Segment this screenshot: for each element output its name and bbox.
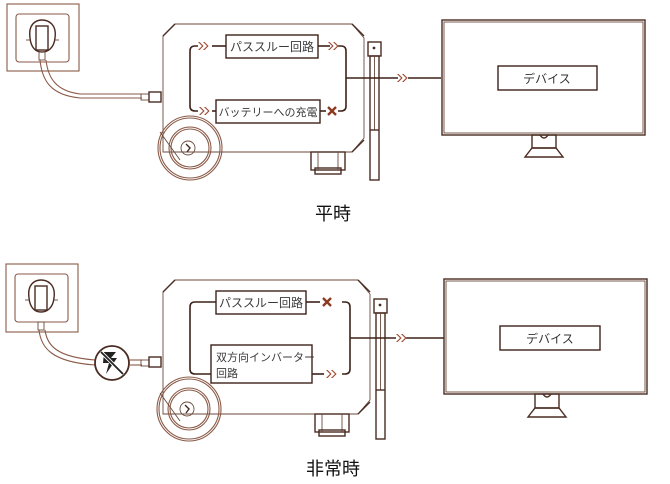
battery-charging-box: バッテリーへの充電 [215, 99, 321, 124]
portable-power-station-icon [157, 23, 382, 181]
caption-normal: 平時 [315, 204, 351, 225]
inverter-label-line2: 回路 [216, 367, 238, 380]
battery-charging-label: バッテリーへの充電 [219, 105, 318, 119]
circuit-paths [189, 45, 441, 112]
wall-outlet-icon [5, 263, 79, 333]
monitor-icon: デバイス [441, 19, 646, 158]
emergency-operation-diagram: パススルー回路 双方向インバーター 回路 デバイス 非常時 [5, 263, 648, 480]
flow-arrow-icon [396, 334, 407, 342]
wall-outlet-icon [6, 3, 80, 72]
inverter-label-line1: 双方向インバーター [216, 350, 315, 364]
normal-operation-diagram: パススルー回路 バッテリーへの充電 デバイス 平時 [6, 3, 646, 225]
monitor-icon: デバイス [443, 278, 648, 418]
pass-through-circuit-label: パススルー回路 [219, 295, 303, 310]
flow-arrow-icon [326, 370, 337, 378]
pass-through-circuit-label: パススルー回路 [230, 39, 314, 54]
blocked-x-icon [321, 296, 333, 308]
flow-arrow-icon [199, 107, 210, 115]
pass-through-circuit-box: パススルー回路 [225, 34, 319, 59]
caption-emergency: 非常時 [306, 459, 360, 480]
power-cable [39, 59, 162, 103]
bidirectional-inverter-box: 双方向インバーター 回路 [210, 344, 315, 384]
flow-arrow-icon [198, 42, 209, 50]
no-power-icon [94, 345, 130, 381]
portable-power-station-icon [156, 279, 388, 442]
power-cable [38, 329, 162, 368]
device-label: デバイス [523, 71, 571, 86]
circuit-paths [189, 301, 444, 375]
device-label: デバイス [526, 331, 574, 346]
pass-through-circuit-box: パススルー回路 [215, 290, 307, 315]
blocked-x-icon [326, 105, 338, 117]
flow-arrow-icon [397, 74, 408, 82]
